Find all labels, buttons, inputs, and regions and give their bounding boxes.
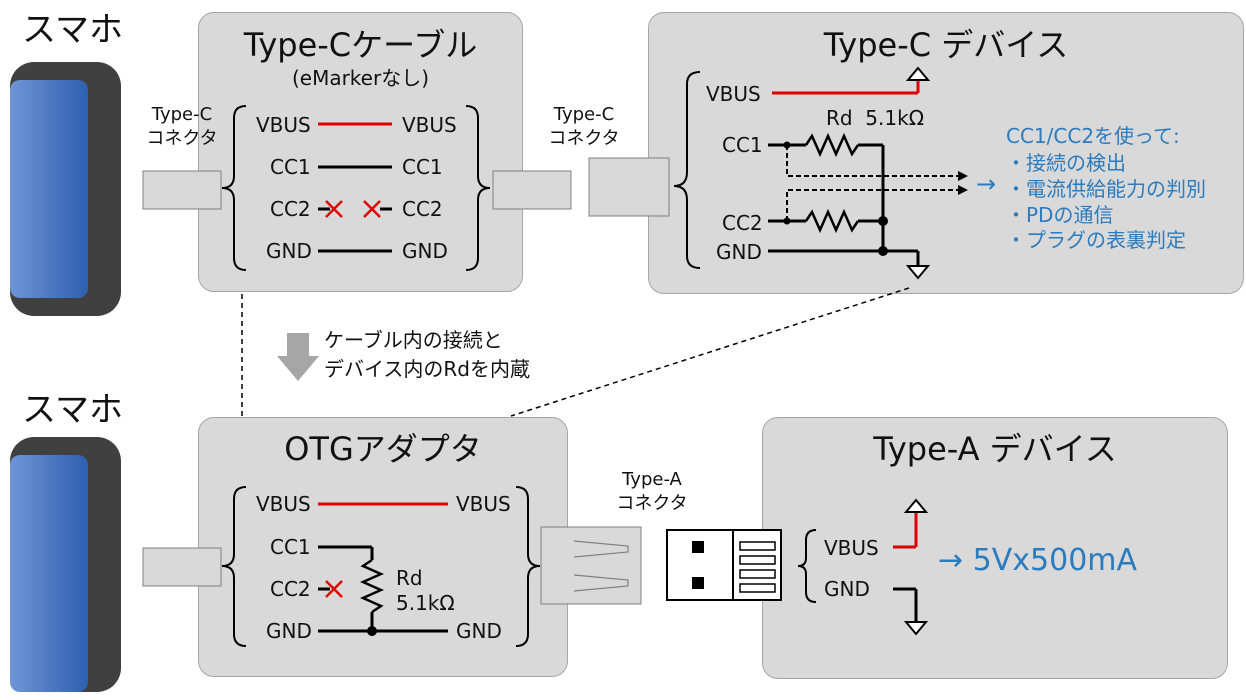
typec-use-4: ・プラグの表裏判定 [1006, 228, 1186, 252]
typea-pin-vbus: VBUS [824, 536, 879, 560]
typea-connector-label: Type-A コネクタ [616, 469, 688, 514]
typec-plug-phone-bottom [142, 547, 222, 587]
typec-pin-cc2: CC2 [722, 211, 763, 235]
typea-receptacle [540, 526, 642, 605]
typec-pin-vbus: VBUS [706, 82, 761, 106]
cable-panel-subtitle: (eMarkerなし) [291, 66, 430, 90]
typec-device-title: Type-C デバイス [823, 26, 1069, 64]
typea-result: → 5Vx500mA [938, 543, 1138, 578]
typea-plug [666, 529, 782, 601]
cable-pin-right-cc2: CC2 [402, 197, 443, 221]
typec-device-panel [648, 12, 1244, 294]
typec-node-gnd [878, 246, 888, 256]
otg-pin-left-gnd: GND [266, 619, 312, 643]
cable-pin-right-cc1: CC1 [402, 155, 443, 179]
otg-pin-left-vbus: VBUS [256, 492, 311, 516]
typec-uses-arrow: → [976, 170, 997, 198]
typec-receptacle-device [588, 157, 670, 217]
typea-vbus-arrow-up [903, 498, 929, 513]
typec-resistor-label: Rd 5.1kΩ [826, 106, 924, 130]
typec-use-2: ・電流供給能力の判別 [1006, 177, 1206, 201]
otg-pin-right-vbus: VBUS [456, 492, 511, 516]
typec-connector-label-left: Type-C コネクタ [146, 104, 218, 149]
typec-cc2-sense-arrow [958, 185, 968, 195]
otg-panel [198, 417, 568, 677]
transition-note: ケーブル内の接続と デバイス内のRdを内蔵 [324, 328, 530, 381]
brace-cable-left [221, 105, 247, 271]
otg-cc2-cross [325, 580, 343, 598]
otg-panel-title: OTGアダプタ [284, 430, 482, 468]
phone-bottom [10, 437, 121, 692]
typec-node-rd [878, 216, 888, 226]
cable-pin-left-gnd: GND [266, 239, 312, 263]
typea-device-title: Type-A デバイス [873, 430, 1117, 468]
typec-cc1-resistor [804, 132, 860, 158]
cable-pin-right-vbus: VBUS [402, 113, 457, 137]
otg-pin-left-cc1: CC1 [270, 535, 311, 559]
otg-rd-label: Rd 5.1kΩ [396, 566, 455, 615]
phone-label-top: スマホ [22, 10, 123, 50]
transition-down-arrow [277, 333, 319, 381]
cable-panel-title: Type-Cケーブル [243, 26, 478, 64]
typec-uses-title: CC1/CC2を使って: [1006, 124, 1180, 148]
typec-vbus-arrow-up [905, 66, 931, 81]
cable-pin-left-cc2: CC2 [270, 197, 311, 221]
otg-gnd-node [367, 626, 377, 636]
typea-pin-gnd: GND [824, 577, 870, 601]
typec-cc1-sense-arrow [958, 171, 968, 181]
typec-gnd-arrow-down [905, 265, 931, 280]
brace-typec-device [673, 71, 701, 269]
typec-plug-cable-right [492, 170, 572, 210]
typec-plug-phone-top [142, 170, 222, 210]
brace-otg-right [515, 486, 541, 647]
typec-pin-cc1: CC1 [722, 133, 763, 157]
phone-top [10, 62, 121, 316]
typec-connector-label-right: Type-C コネクタ [548, 104, 620, 149]
typec-cc2-resistor [804, 208, 860, 234]
brace-typea-device [797, 529, 817, 603]
typec-use-3: ・PDの通信 [1006, 203, 1114, 227]
otg-rd-resistor [359, 558, 385, 614]
typec-use-1: ・接続の検出 [1006, 151, 1126, 175]
typec-cc1-sense-dashed [786, 145, 958, 177]
brace-otg-left [221, 486, 247, 647]
otg-pin-left-cc2: CC2 [270, 577, 311, 601]
typec-pin-gnd: GND [716, 240, 762, 264]
leader-device-to-otg [510, 287, 910, 417]
cable-panel [198, 12, 523, 292]
cable-pin-left-cc1: CC1 [270, 155, 311, 179]
typea-device-panel [762, 417, 1228, 679]
phone-label-bottom: スマホ [22, 390, 123, 430]
cable-pin-right-gnd: GND [402, 239, 448, 263]
brace-cable-right [465, 105, 491, 271]
typea-gnd-arrow-down [903, 621, 929, 636]
cable-cc2-cross-left [325, 200, 343, 218]
cable-pin-left-vbus: VBUS [256, 113, 311, 137]
otg-pin-right-gnd: GND [456, 619, 502, 643]
cable-cc2-cross-right [363, 200, 381, 218]
typec-cc2-sense-dashed [786, 189, 958, 221]
